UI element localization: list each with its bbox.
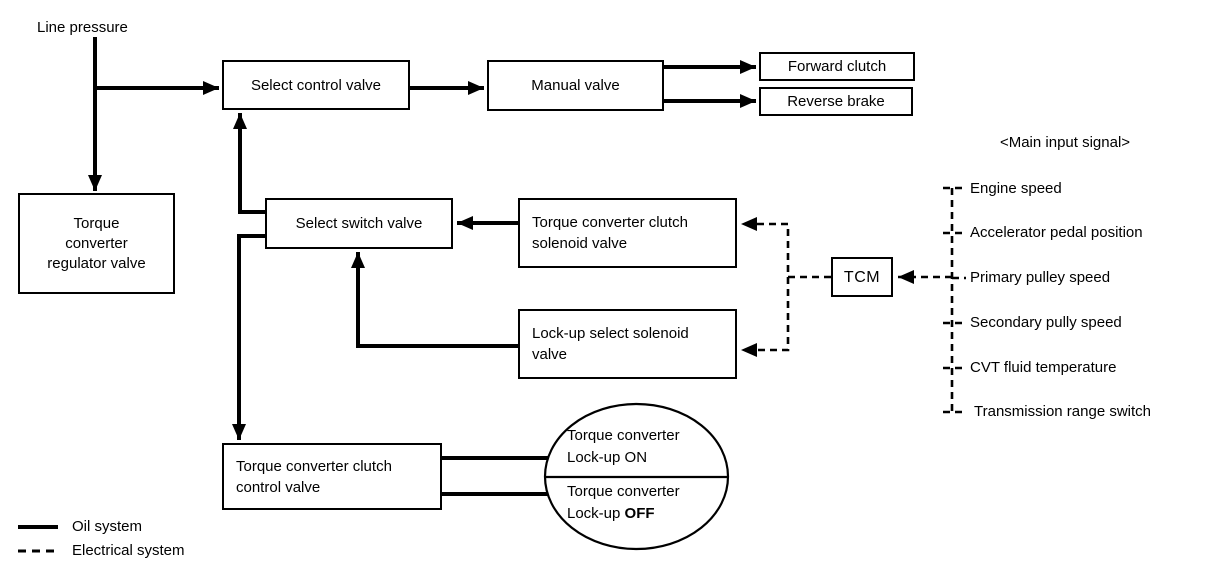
lockup-select-solenoid-valve-box: Lock-up select solenoid valve — [518, 309, 737, 379]
reverse-brake-box: Reverse brake — [759, 87, 913, 116]
lockup-on-line1: Torque converter — [567, 427, 680, 444]
oil-line-selectswitch-to-selectcontrol — [233, 113, 265, 214]
signal-item-accelerator-pedal-position: Accelerator pedal position — [970, 224, 1143, 241]
signal-item-primary-pulley-speed: Primary pulley speed — [970, 269, 1111, 286]
main-input-signal-header: <Main input signal> — [999, 134, 1131, 151]
line-pressure-label: Line pressure — [37, 19, 128, 36]
electrical-line-tcm-to-lockupsolenoid — [741, 277, 790, 357]
select-switch-valve-box: Select switch valve — [265, 198, 453, 249]
lockup-off-text: Torque converter Lock-up OFF — [567, 481, 680, 525]
select-control-valve-box: Select control valve — [222, 60, 410, 110]
electrical-line-tcm-to-tccsolenoid — [741, 217, 831, 279]
lockup-on-line2: Lock-up ON — [567, 449, 648, 466]
legend-electrical-system-label: Electrical system — [72, 542, 185, 559]
lockup-off-state: OFF — [624, 505, 655, 522]
oil-line-selectswitch-to-tcc-control — [232, 234, 265, 440]
torque-converter-regulator-valve-box: Torque converter regulator valve — [18, 193, 175, 294]
lockup-on-state: ON — [624, 449, 648, 466]
signal-item-transmission-range-switch: Transmission range switch — [974, 403, 1152, 420]
forward-clutch-box: Forward clutch — [759, 52, 915, 81]
lockup-off-line1: Torque converter — [567, 483, 680, 500]
signal-item-secondary-pully-speed: Secondary pully speed — [970, 314, 1122, 331]
torque-converter-clutch-solenoid-valve-box: Torque converter clutch solenoid valve — [518, 198, 737, 268]
signal-item-cvt-fluid-temperature: CVT fluid temperature — [970, 359, 1117, 376]
lockup-on-text: Torque converter Lock-up ON — [567, 425, 680, 469]
torque-converter-clutch-control-valve-box: Torque converter clutch control valve — [222, 443, 442, 510]
tcm-box: TCM — [831, 257, 893, 297]
oil-line-lockupsolenoid-to-selectswitch — [351, 252, 518, 348]
lockup-off-line2: Lock-up OFF — [567, 505, 655, 522]
signal-item-engine-speed: Engine speed — [970, 180, 1062, 197]
manual-valve-box: Manual valve — [487, 60, 664, 111]
legend-oil-system-label: Oil system — [72, 518, 143, 535]
